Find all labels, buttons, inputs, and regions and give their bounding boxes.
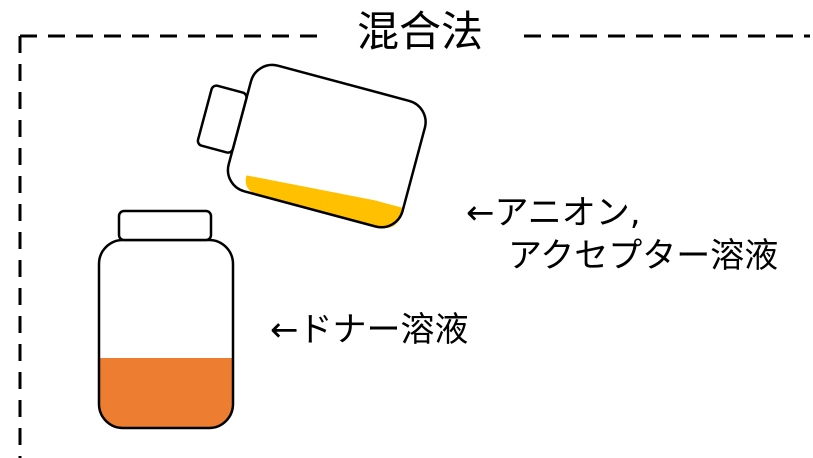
pouring-bottle-icon [196, 63, 427, 229]
acceptor-solution-fill [245, 175, 404, 229]
dashed-frame [18, 34, 810, 458]
tilted-bottle-cap [196, 84, 248, 154]
donor-solution-label: ←ドナー溶液 [270, 310, 469, 350]
diagram-title: 混合法 [340, 2, 500, 62]
donor-solution-fill [100, 358, 232, 428]
bottle-icon [97, 209, 235, 430]
upright-bottle-cap [117, 209, 213, 242]
anion-acceptor-label-line1: ←アニオン, [466, 193, 641, 233]
anion-acceptor-label-line2: アクセプター溶液 [508, 236, 779, 276]
